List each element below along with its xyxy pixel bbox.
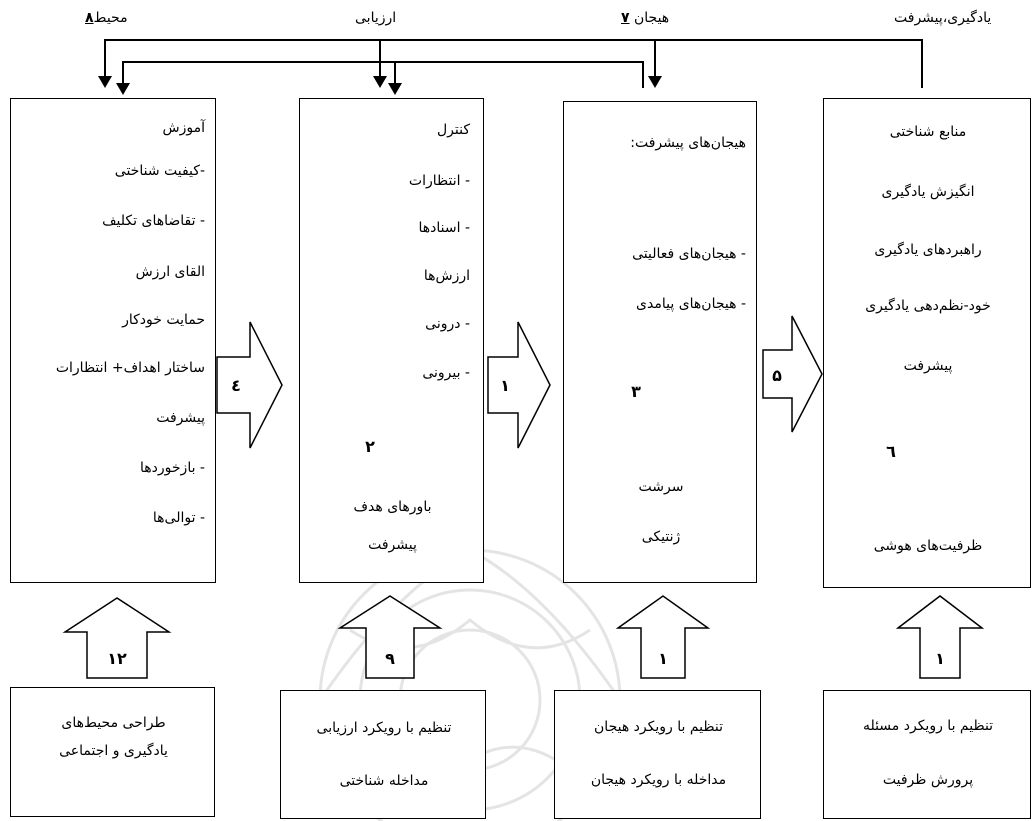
cognitive-resources-line: پیشرفت xyxy=(903,358,953,374)
header-appraisal: ارزیابی xyxy=(355,10,396,26)
cognitive-resources-bottom-line: ظرفیت‌های هوشی xyxy=(873,538,983,554)
emotion-regulation-line: تنظیم با رویکرد هیجان xyxy=(594,719,723,735)
env-design-line: طراحی محیط‌های xyxy=(61,715,166,731)
arrow-up-9-label: ۹ xyxy=(385,649,395,668)
appraisal-regulation-box: تنظیم با رویکرد ارزیابی مداخله شناختی xyxy=(280,690,486,819)
appraisal-regulation-line: مداخله شناختی xyxy=(339,773,429,789)
header-learning: یادگیری،پیشرفت xyxy=(894,10,991,26)
achievement-emotions-line: - هیجان‌های فعالیتی xyxy=(632,246,746,262)
problem-regulation-line: پرورش ظرفیت xyxy=(882,772,974,788)
arrow-right-5 xyxy=(762,315,823,433)
control-bottom-line: باورهای هدف xyxy=(353,499,432,515)
control-line: - درونی xyxy=(425,316,470,332)
env-design-line: یادگیری و اجتماعی xyxy=(59,743,168,759)
education-line: - توالی‌ها xyxy=(152,510,205,526)
cognitive-resources-box: منابع شناختی انگیزش یادگیری راهبردهای یا… xyxy=(823,98,1031,588)
header-emotion-number: ۷ xyxy=(621,10,630,26)
cognitive-resources-line: راهبردهای یادگیری xyxy=(874,242,982,258)
control-line: - انتظارات xyxy=(408,173,470,189)
arrow-right-4-label: ٤ xyxy=(231,376,241,395)
arrow-right-1-label: ۱ xyxy=(500,376,510,395)
education-line: پیشرفت xyxy=(156,410,205,426)
education-line: آموزش xyxy=(162,120,205,136)
header-environment: محیط۸ xyxy=(85,10,128,26)
header-emotion-label: هیجان xyxy=(634,10,670,26)
achievement-emotions-line: - هیجان‌های پیامدی xyxy=(636,296,746,312)
header-learning-label: یادگیری،پیشرفت xyxy=(894,10,992,26)
problem-regulation-box: تنظیم با رویکرد مسئله پرورش ظرفیت xyxy=(823,690,1031,819)
header-environment-label: محیط xyxy=(93,10,128,26)
control-line: ارزش‌ها xyxy=(423,268,470,284)
problem-regulation-line: تنظیم با رویکرد مسئله xyxy=(862,718,994,734)
achievement-emotions-box: هیجان‌های پیشرفت: - هیجان‌های فعالیتی - … xyxy=(563,101,757,583)
arrow-up-3-label: ۳ xyxy=(631,382,641,401)
emotion-regulation-line: مداخله با رویکرد هیجان xyxy=(590,772,727,788)
emotion-regulation-box: تنظیم با رویکرد هیجان مداخله با رویکرد ه… xyxy=(554,690,761,819)
arrow-up-9 xyxy=(337,595,443,679)
education-line: - تقاضاهای تکلیف xyxy=(102,213,205,229)
education-line: القای ارزش xyxy=(135,264,205,280)
arrow-up-2-label: ۲ xyxy=(365,437,375,456)
education-line: - بازخوردها xyxy=(140,460,205,476)
appraisal-regulation-line: تنظیم با رویکرد ارزیابی xyxy=(316,720,452,736)
achievement-emotions-bottom-line: ژنتیکی xyxy=(641,529,681,545)
header-appraisal-label: ارزیابی xyxy=(355,10,397,26)
arrow-up-1a xyxy=(615,595,711,679)
education-line: -کیفیت شناختی xyxy=(114,163,205,179)
control-line: - بیرونی xyxy=(422,365,470,381)
control-bottom-line: پیشرفت xyxy=(368,537,417,553)
header-environment-number: ۸ xyxy=(85,10,94,26)
control-line: - اسنادها xyxy=(418,220,471,236)
arrow-up-1a-label: ۱ xyxy=(658,649,668,668)
cognitive-resources-line: منابع شناختی xyxy=(889,124,967,140)
achievement-emotions-bottom-line: سرشت xyxy=(638,479,684,495)
achievement-emotions-line: هیجان‌های پیشرفت: xyxy=(630,135,746,151)
header-emotion: هیجان ۷ xyxy=(621,10,669,26)
arrow-right-4 xyxy=(216,321,283,449)
arrow-right-5-label: ۵ xyxy=(772,366,782,385)
cognitive-resources-line: خود-نظم‌دهی یادگیری xyxy=(865,298,991,314)
arrow-up-12 xyxy=(62,597,172,679)
arrow-up-1b-label: ۱ xyxy=(935,649,945,668)
arrow-up-1b xyxy=(895,595,985,679)
arrow-right-1 xyxy=(487,321,551,449)
education-line: حمایت خودکار xyxy=(122,312,205,328)
cognitive-resources-line: انگیزش یادگیری xyxy=(881,184,975,200)
env-design-box: طراحی محیط‌های یادگیری و اجتماعی xyxy=(10,687,215,817)
control-line: کنترل xyxy=(436,122,470,138)
education-box: آموزش -کیفیت شناختی - تقاضاهای تکلیف الق… xyxy=(10,98,216,583)
arrow-down-6-label: ٦ xyxy=(886,442,896,461)
education-line: ساختار اهداف+ انتظارات xyxy=(55,360,205,376)
control-box: کنترل - انتظارات - اسنادها ارزش‌ها - درو… xyxy=(299,98,484,583)
arrow-up-12-label: ۱۲ xyxy=(107,649,127,668)
